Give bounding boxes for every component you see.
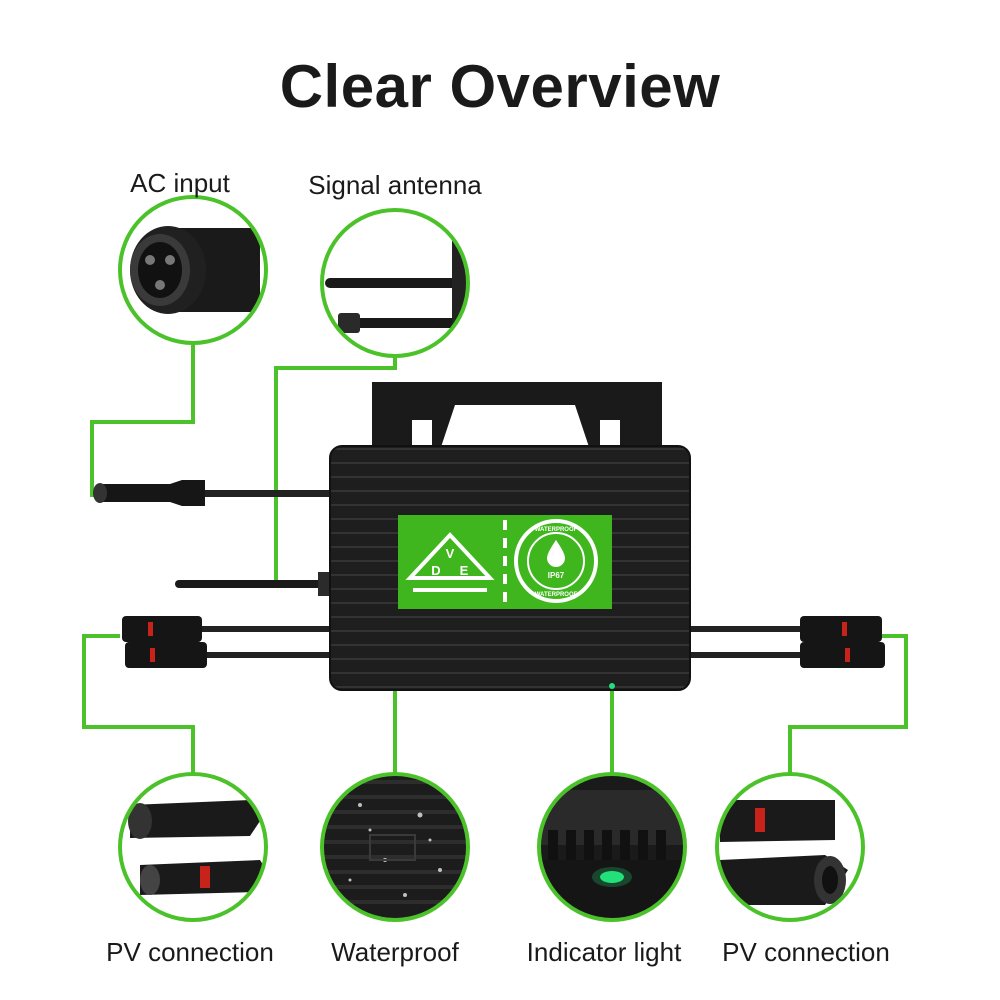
pv-connection-left-detail (118, 772, 268, 922)
page-title: Clear Overview (279, 53, 721, 120)
svg-text:WATERPROOF: WATERPROOF (535, 592, 578, 598)
indicator-light-label: Indicator light (526, 937, 682, 967)
signal-antenna-label: Signal antenna (308, 170, 482, 200)
waterproof-seal: IP67 WATERPROOF WATERPROOF (514, 519, 598, 603)
pv-connection-right-detail (715, 772, 865, 922)
ac-cable (93, 480, 330, 506)
svg-text:WATERPROOF: WATERPROOF (535, 527, 578, 533)
pv-cables-right (690, 616, 885, 668)
svg-text:E: E (460, 563, 469, 578)
certification-badge: V D E IP67 WATERPROOF WATERPROOF (398, 515, 612, 609)
signal-antenna-detail (320, 208, 470, 358)
vde-logo (405, 532, 495, 592)
svg-text:IP67: IP67 (548, 571, 565, 580)
indicator-led-icon (600, 871, 624, 883)
pv-connection-right-label: PV connection (722, 937, 890, 967)
antenna (175, 572, 332, 596)
ac-input-label: AC input (130, 168, 230, 198)
svg-text:D: D (431, 563, 440, 578)
indicator-light-detail (537, 772, 687, 922)
waterproof-label: Waterproof (331, 937, 459, 967)
svg-text:V: V (446, 546, 455, 561)
waterproof-detail (320, 772, 470, 922)
pv-connection-left-label: PV connection (106, 937, 274, 967)
ac-input-detail (118, 195, 268, 345)
pv-cables-left (122, 616, 330, 668)
